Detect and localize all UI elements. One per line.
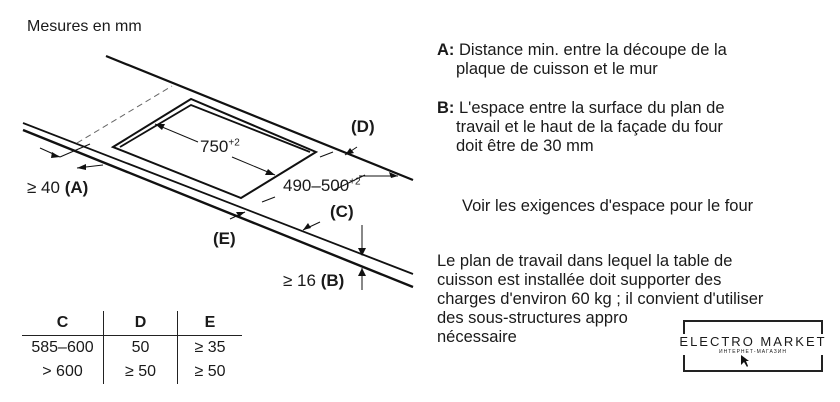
back-edge xyxy=(105,54,414,182)
cutout-depth-label: 490–500+2 xyxy=(283,176,361,195)
label-d: (D) xyxy=(351,117,375,136)
arrowheads xyxy=(51,124,398,276)
label-e: (E) xyxy=(213,229,236,248)
front-edge-top xyxy=(22,122,414,275)
watermark-logo: ELECTRO MARKET ИНТЕРНЕТ-МАГАЗИН xyxy=(667,320,839,372)
front-edge-bottom xyxy=(22,128,414,289)
col-c: C xyxy=(22,311,104,336)
table-row: > 600≥ 50≥ 50 xyxy=(22,360,242,384)
cell: ≥ 35 xyxy=(194,339,226,356)
cell: 585–600 xyxy=(22,335,104,360)
label-b: ≥ 16 (B) xyxy=(283,271,345,290)
watermark-name: ELECTRO MARKET xyxy=(667,334,839,349)
cell: ≥ 50 xyxy=(103,360,178,384)
cutout-outer xyxy=(110,97,319,200)
dashed-wall-line xyxy=(76,85,173,144)
worktop-drawing xyxy=(22,54,414,290)
cell: 50 xyxy=(103,335,178,360)
cell: > 600 xyxy=(22,360,104,384)
cutout-width-label: 750+2 xyxy=(200,137,240,156)
label-c: (C) xyxy=(330,202,354,221)
title: Mesures en mm xyxy=(27,18,142,35)
cell: ≥ 50 xyxy=(194,363,226,380)
label-a: ≥ 40 (A) xyxy=(27,178,89,197)
note-load: Le plan de travail dans lequel la table … xyxy=(437,252,764,346)
note-oven: Voir les exigences d'espace pour le four xyxy=(462,197,754,215)
cursor-icon xyxy=(741,355,749,367)
cutout-inner xyxy=(119,104,311,153)
col-e: E xyxy=(177,311,242,336)
watermark-sub: ИНТЕРНЕТ-МАГАЗИН xyxy=(683,349,823,355)
col-d: D xyxy=(103,311,178,336)
